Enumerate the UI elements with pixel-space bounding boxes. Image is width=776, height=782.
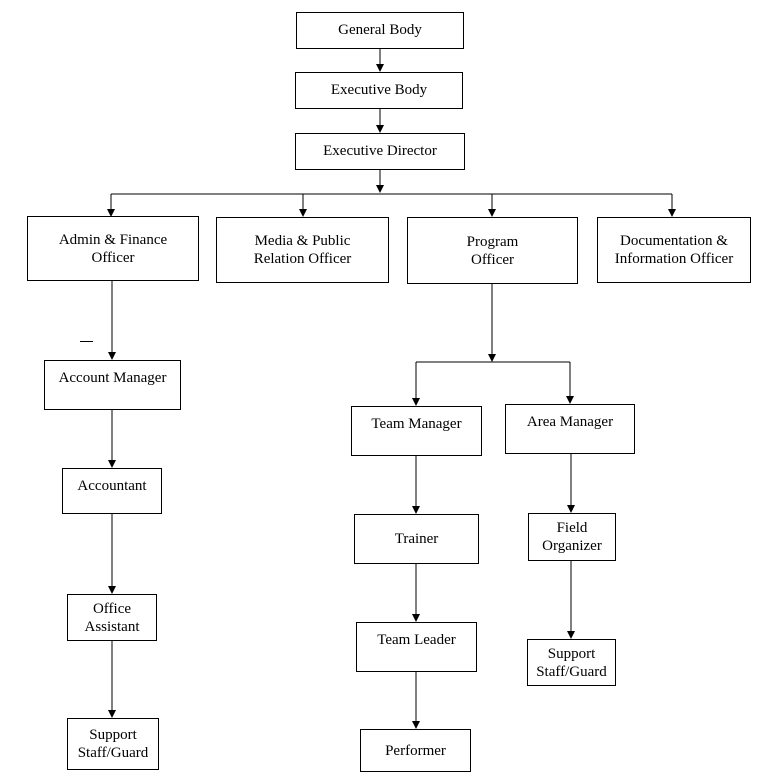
node-label-line: Office [92, 600, 132, 617]
node-label-line: Executive Body [330, 82, 428, 98]
node-label-line: Team Manager [371, 416, 462, 432]
node-label-line: Media & Public [254, 233, 351, 249]
node-label-line: General Body [338, 22, 422, 38]
node-label-line: Officer [91, 249, 135, 266]
node-account-manager: Account Manager [44, 360, 181, 410]
node-admin-finance-officer: Admin & Finance Officer [27, 216, 199, 281]
node-trainer: Trainer [354, 514, 479, 564]
node-label-line: Area Manager [526, 414, 614, 430]
node-program-officer: Program Officer [407, 217, 578, 284]
node-label-line: Trainer [394, 531, 439, 547]
node-label-line: Account Manager [58, 370, 167, 386]
node-label-line: Relation Officer [253, 251, 352, 267]
node-label-line: Staff/Guard [77, 745, 149, 761]
node-performer: Performer [360, 729, 471, 772]
node-documentation-information-officer: Documentation & Information Officer [597, 217, 751, 283]
node-label-line: Team Leader [377, 632, 456, 648]
stray-dash-mark [80, 341, 93, 342]
node-label-line: Assistant [84, 618, 140, 635]
node-label-line: Field [556, 520, 588, 536]
node-media-public-relation-officer: Media & Public Relation Officer [216, 217, 389, 283]
node-executive-body: Executive Body [295, 72, 463, 109]
node-label-line: Staff/Guard [536, 663, 607, 680]
node-office-assistant: Office Assistant [67, 594, 157, 641]
node-team-leader: Team Leader [356, 622, 477, 672]
node-support-staff-guard-admin: Support Staff/Guard [67, 718, 159, 770]
node-label-line: Officer [470, 251, 515, 268]
node-support-staff-guard-field: Support Staff/Guard [527, 639, 616, 686]
node-area-manager: Area Manager [505, 404, 635, 454]
node-label-line: Program [466, 233, 519, 250]
node-label-line: Support [89, 727, 137, 743]
node-team-manager: Team Manager [351, 406, 482, 456]
node-label-line: Documentation & [620, 233, 728, 249]
node-label-line: Information Officer [614, 251, 734, 267]
node-label-line: Accountant [77, 478, 147, 494]
node-executive-director: Executive Director [295, 133, 465, 170]
node-label-line: Support [547, 645, 596, 662]
node-label-line: Organizer [542, 538, 602, 554]
node-accountant: Accountant [62, 468, 162, 514]
node-label-line: Admin & Finance [58, 231, 168, 248]
node-field-organizer: Field Organizer [528, 513, 616, 561]
node-label-line: Executive Director [323, 143, 437, 159]
node-general-body: General Body [296, 12, 464, 49]
node-label-line: Performer [385, 742, 446, 759]
